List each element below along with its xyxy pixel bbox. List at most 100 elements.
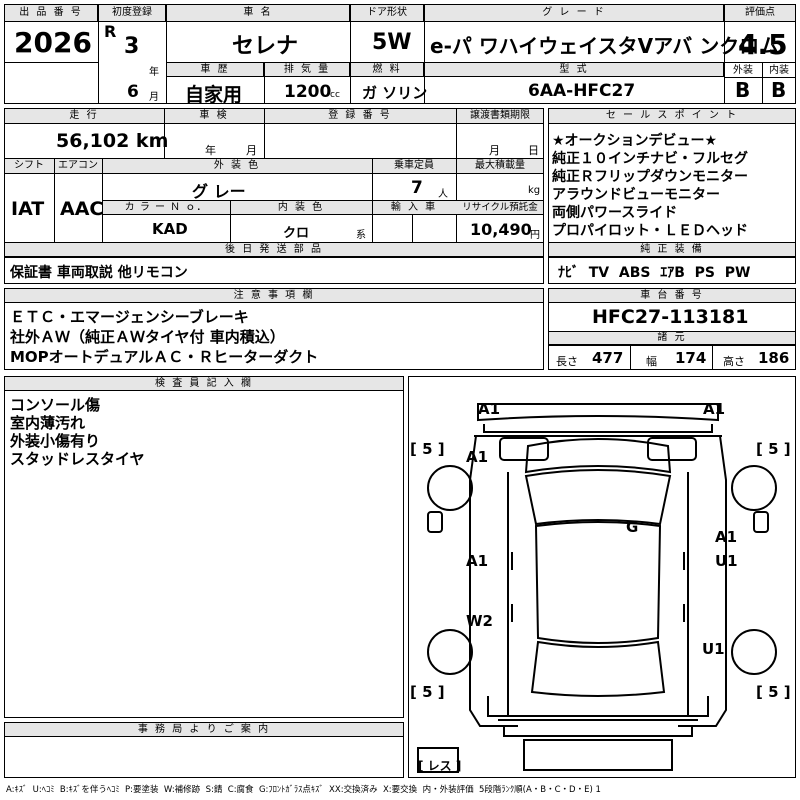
tire-rear-left [427,629,473,675]
sales-point-item: ★オークションデビュー★ [552,133,718,149]
chassis-label: 車 台 番 号 [640,290,704,301]
damage-mark: U1 [715,552,738,570]
transfer-day-unit: 日 [528,144,539,157]
width-label: 幅 [646,355,657,368]
damage-mark: A1 [478,400,501,418]
tire-rear-right [731,629,777,675]
first-reg-label: 初度登録 [112,7,152,18]
color-no-label: カ ラ ー Ｎ ｏ． [124,202,208,213]
headlight-left [499,437,549,461]
car-name-label-cell [166,4,350,22]
notes-label: 注 意 事 項 欄 [233,290,315,301]
model-label-cell [424,62,724,77]
damage-mark: G [626,518,639,536]
import-label: 輸 入 車 [390,202,438,213]
tire-value: [ 5 ] [410,440,445,458]
history: 自家用 [185,84,243,106]
note-line: 社外ＡＷ（純正ＡＷタイヤ付 車内積込） [10,328,285,346]
sales-point-item: アラウンドビューモニター [552,187,720,203]
reg-year: 3 [124,34,140,59]
displacement-label-cell [264,62,350,77]
sales-points-label: セ ー ル ス ポ イ ン ト [605,110,739,121]
inspector-label: 検 査 員 記 入 欄 [155,378,253,389]
reg-month: 6 [127,82,139,102]
history-label-cell [166,62,264,77]
grade-label-cell [424,4,724,22]
recycle-label: リサイクル預託金 [462,202,538,213]
documents: 保証書 車両取説 他リモコン [10,265,188,281]
mirror-left [427,511,443,533]
chassis-number: HFC27-113181 [592,306,749,328]
inspector-line: コンソール傷 [10,396,101,414]
body-right [678,435,727,727]
exterior-grade: B [735,78,751,102]
mirror-right [753,511,769,533]
sales-point-item: 両側パワースライド [552,205,678,221]
month-unit: 月 [149,92,159,103]
shift-label: シフト [14,160,44,171]
inspector-line: 室内薄汚れ [10,414,86,432]
door-label-cell [350,4,424,22]
sales-point-item: 純正１０インチナビ・フルセグ [552,151,748,167]
spare-tire: [ レス ] [418,759,462,773]
spec-label: 諸 元 [657,332,687,343]
interior-color-label: 内 装 色 [277,202,325,213]
legend: A:ｷｽﾞ U:ﾍｺﾐ B:ｷｽﾞを伴うﾍｺﾐ P:要塗装 W:補修跡 S:錆 … [6,785,601,795]
inspector-line: 外装小傷有り [10,432,101,450]
exterior-color: グ レー [192,182,246,201]
door-type: 5W [372,30,412,55]
inspection-label: 車 検 [199,110,229,121]
front-bumper [477,403,719,422]
height: 186 [758,349,790,367]
shift: IAT [11,198,45,220]
fuel-label-cell [350,62,424,77]
color-label: 外 装 色 [213,160,261,171]
fuel-label: 燃 料 [372,64,402,75]
roof [534,521,662,644]
displacement: 1200 [284,82,332,102]
fuel: ガ ソリン [362,84,428,102]
damage-mark: A1 [466,448,489,466]
eval-label-cell [724,4,796,22]
first-reg-label-cell [98,4,166,22]
grade: e-パ ワハイウェイスタVアバ ンクロム [430,34,780,58]
mileage: 56,102 km [56,130,169,152]
load-label: 最大積載量 [475,160,525,171]
height-label: 高さ [723,355,745,368]
tire-front-left [427,465,473,511]
inspection-year-unit: 年 [205,144,216,157]
recycle-unit: 円 [530,230,540,241]
capacity: 7 [411,178,423,198]
interior-color: クロ [283,226,310,241]
damage-mark: A1 [715,528,738,546]
lot-label: 出 品 番 号 [19,7,83,18]
office-label: 事 務 局 よ り ご 案 内 [137,724,271,735]
displacement-label: 排 気 量 [283,64,331,75]
mileage-label: 走 行 [69,110,99,121]
color-no: KAD [152,220,188,238]
equipment-label: 純 正 装 備 [640,244,704,255]
car-name: セレナ [232,34,299,59]
displacement-unit: cc [330,90,340,100]
ac: AAC [60,198,104,220]
sales-point-item: プロパイロット・ＬＥＤヘッド [552,223,748,239]
rear-bumper [487,696,709,717]
exterior-label: 外装 [733,65,753,76]
spare-tire-slot [417,747,459,773]
transfer-month-unit: 月 [489,144,500,157]
reg-no-label: 登 録 番 号 [328,110,392,121]
damage-mark: A1 [703,400,726,418]
rear-window [530,640,666,697]
year-unit: 年 [149,67,159,78]
recycle-fee: 10,490 [470,220,532,239]
load-unit: kg [528,185,541,196]
damage-mark: A1 [466,552,489,570]
eval-label: 評価点 [745,7,775,18]
equipment: ﾅﾋﾞ TV ABS ｴｱB PS PW [558,265,751,281]
interior-color-unit: 系 [356,230,366,241]
length-label: 長さ [556,355,578,368]
note-line: ＥＴＣ・エマージェンシーブレーキ [10,308,249,326]
model-label: 型 式 [559,64,589,75]
capacity-unit: 人 [438,189,448,200]
width: 174 [675,349,707,367]
